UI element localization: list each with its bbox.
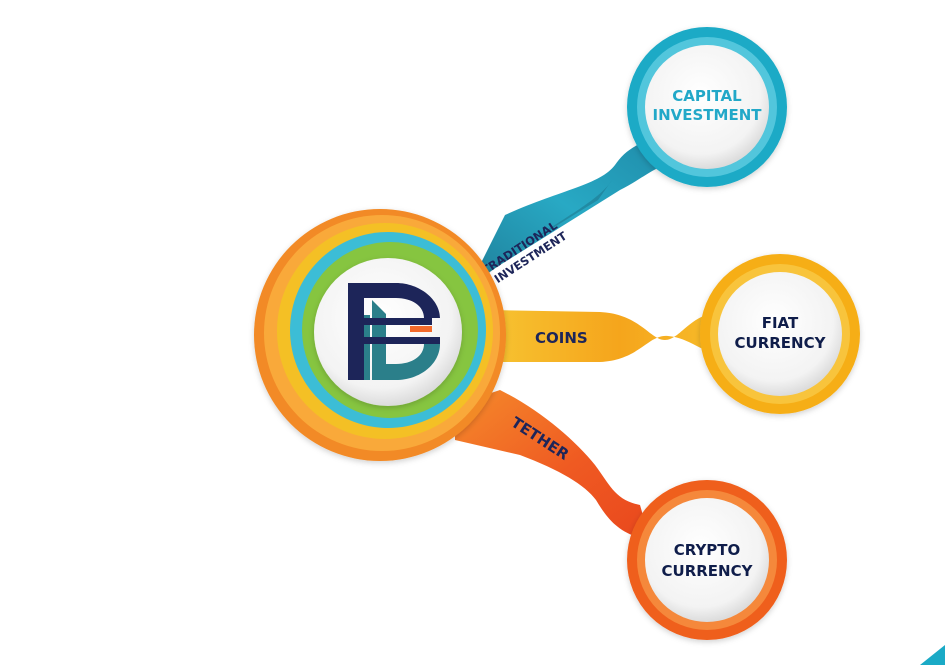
node-label-capital-line2: INVESTMENT	[653, 106, 763, 124]
node-label-fiat-line2: CURRENCY	[735, 334, 827, 352]
ribbon-coins: COINS	[490, 310, 725, 362]
node-label-crypto-line2: CURRENCY	[662, 562, 754, 580]
node-label-fiat-line1: FIAT	[762, 314, 799, 332]
db-monogram-logo-icon	[348, 283, 440, 380]
node-label-crypto-line1: CRYPTO	[674, 541, 741, 559]
ribbon-tether: TETHER	[455, 390, 650, 540]
ribbon-traditional-investment: TRADITIONAL INVESTMENT	[468, 135, 675, 290]
node-label-capital-line1: CAPITAL	[672, 87, 742, 105]
corner-accent	[920, 645, 945, 665]
node-capital-investment: CAPITAL INVESTMENT	[627, 27, 787, 187]
node-crypto-currency: CRYPTO CURRENCY	[627, 480, 787, 640]
node-fiat-currency: FIAT CURRENCY	[700, 254, 860, 414]
central-hub	[254, 209, 506, 461]
ribbon-label-coins: COINS	[535, 329, 588, 347]
